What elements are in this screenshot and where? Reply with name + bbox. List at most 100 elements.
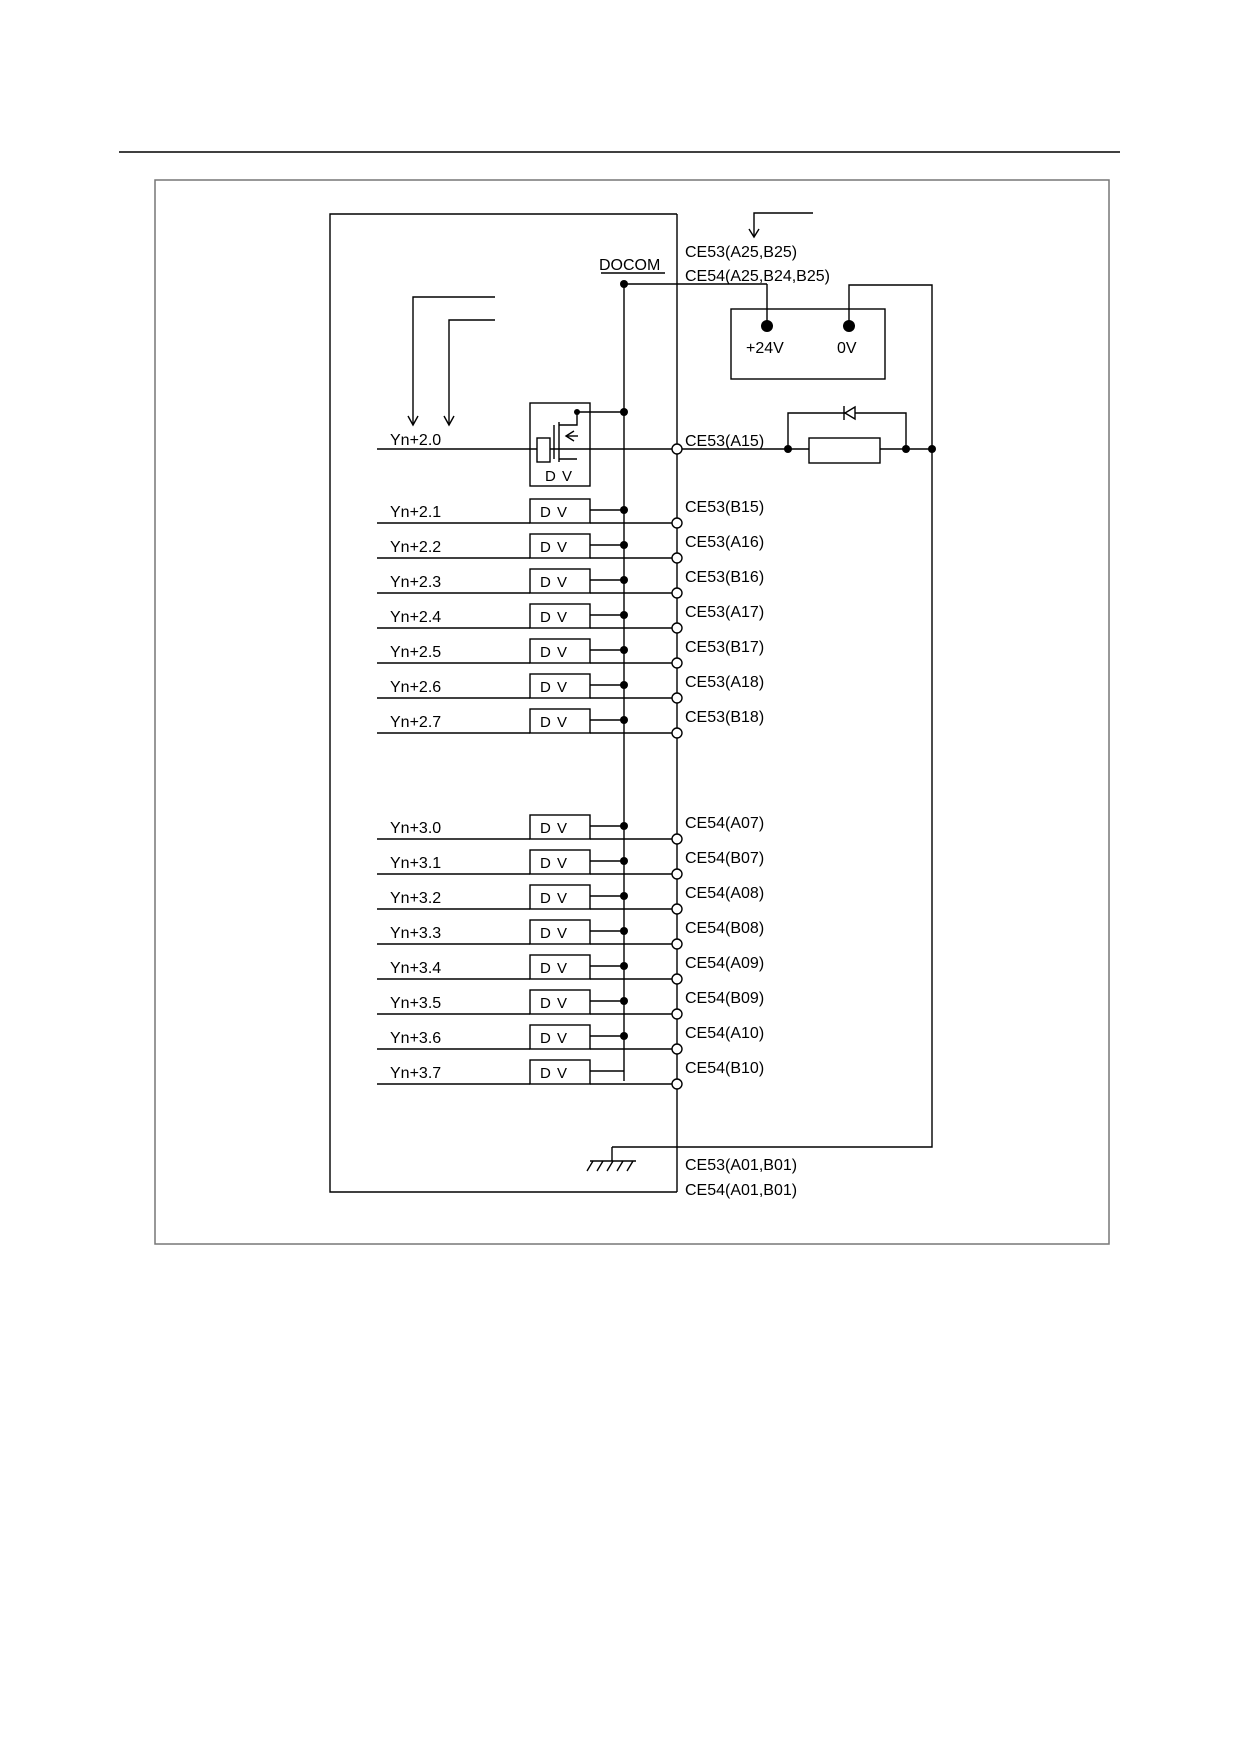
fet-dot [574, 409, 580, 415]
signal-label: Yn+3.6 [390, 1030, 441, 1047]
load-junction-common [928, 445, 936, 453]
pin-label: CE53(A16) [685, 534, 764, 551]
driver-box [529, 533, 591, 559]
driver-label: D V [540, 714, 568, 731]
driver-label: D V [540, 855, 568, 872]
driver-label: D V [540, 820, 568, 837]
pin-label: CE53(B16) [685, 569, 764, 586]
driver-label: D V [540, 1065, 568, 1082]
pin-label: CE54(A10) [685, 1025, 764, 1042]
figure-frame [154, 179, 1110, 1245]
terminal-circle [671, 903, 683, 915]
ground-icon [586, 1160, 634, 1172]
zero-volt-label: 0V [837, 340, 857, 357]
terminal-circle [671, 517, 683, 529]
docom-label: DOCOM [599, 257, 660, 274]
pin-label: CE54(A08) [685, 885, 764, 902]
signal-label: Yn+2.7 [390, 714, 441, 731]
bottom-connector-2: CE54(A01,B01) [685, 1182, 797, 1199]
terminal-circle [671, 973, 683, 985]
driver-coil-icon [536, 437, 551, 463]
driver-label: D V [540, 925, 568, 942]
pin-label: CE53(A17) [685, 604, 764, 621]
driver-box [529, 603, 591, 629]
bus-junction [620, 892, 628, 900]
terminal-circle [671, 552, 683, 564]
docom-junction [620, 280, 628, 288]
pin-label: CE53(B17) [685, 639, 764, 656]
top-arrow-head [748, 228, 760, 239]
driver-box [529, 814, 591, 840]
pin-label: CE53(A15) [685, 433, 764, 450]
pin-label: CE54(B09) [685, 990, 764, 1007]
terminal-circle [671, 1008, 683, 1020]
signal-label: Yn+2.3 [390, 574, 441, 591]
module-boundary [329, 213, 677, 1193]
driver-label: D V [540, 504, 568, 521]
bus-junction [620, 541, 628, 549]
driver-box [529, 708, 591, 734]
driver-label: D V [540, 995, 568, 1012]
driver-box [529, 849, 591, 875]
zero-volt-terminal [843, 320, 855, 332]
driver-label: D V [540, 539, 568, 556]
signal-label: Yn+3.7 [390, 1065, 441, 1082]
driver-box [529, 884, 591, 910]
signal-label: Yn+2.5 [390, 644, 441, 661]
driver-box [529, 568, 591, 594]
bus-junction [620, 646, 628, 654]
driver-label: D V [540, 960, 568, 977]
top-connector-1: CE53(A25,B25) [685, 244, 797, 261]
terminal-circle [671, 833, 683, 845]
terminal-circle [671, 657, 683, 669]
input-arrow-line-2 [448, 319, 495, 424]
driver-box [529, 673, 591, 699]
bus-junction [620, 716, 628, 724]
terminal-circle [671, 587, 683, 599]
terminal-circle [671, 727, 683, 739]
bus-junction [620, 927, 628, 935]
driver-label-transistor: D V [545, 468, 573, 485]
bus-junction [620, 997, 628, 1005]
driver-box-transistor [529, 402, 591, 487]
terminal-circle [671, 443, 683, 455]
top-connector-2: CE54(A25,B24,B25) [685, 268, 830, 285]
input-arrow-head-1 [407, 415, 419, 427]
pin-label: CE53(B15) [685, 499, 764, 516]
signal-label: Yn+2.4 [390, 609, 441, 626]
terminal-circle [671, 868, 683, 880]
signal-label: Yn+2.6 [390, 679, 441, 696]
signal-label: Yn+2.0 [390, 432, 441, 449]
terminal-circle [671, 938, 683, 950]
bus-junction [620, 857, 628, 865]
bus-junction [620, 962, 628, 970]
input-arrow-head-2 [443, 415, 455, 427]
power-supply-box [730, 308, 886, 380]
driver-box [529, 1024, 591, 1050]
top-arrow-line [753, 212, 813, 236]
bottom-connector-1: CE53(A01,B01) [685, 1157, 797, 1174]
driver-label: D V [540, 1030, 568, 1047]
driver-box [529, 638, 591, 664]
terminal-circle [671, 1078, 683, 1090]
plus24v-terminal [761, 320, 773, 332]
signal-label: Yn+2.2 [390, 539, 441, 556]
load-resistor [808, 437, 881, 464]
driver-box [529, 498, 591, 524]
signal-label: Yn+3.4 [390, 960, 441, 977]
terminal-circle [671, 622, 683, 634]
signal-label: Yn+3.1 [390, 855, 441, 872]
driver-label: D V [540, 644, 568, 661]
input-arrow-line-1 [412, 296, 495, 424]
bus-junction [620, 611, 628, 619]
signal-label: Yn+3.5 [390, 995, 441, 1012]
load-junction-left [784, 445, 792, 453]
driver-box [529, 989, 591, 1015]
pin-label: CE53(A18) [685, 674, 764, 691]
driver-box [529, 954, 591, 980]
terminal-circle [671, 692, 683, 704]
pin-label: CE54(A09) [685, 955, 764, 972]
driver-box [529, 919, 591, 945]
